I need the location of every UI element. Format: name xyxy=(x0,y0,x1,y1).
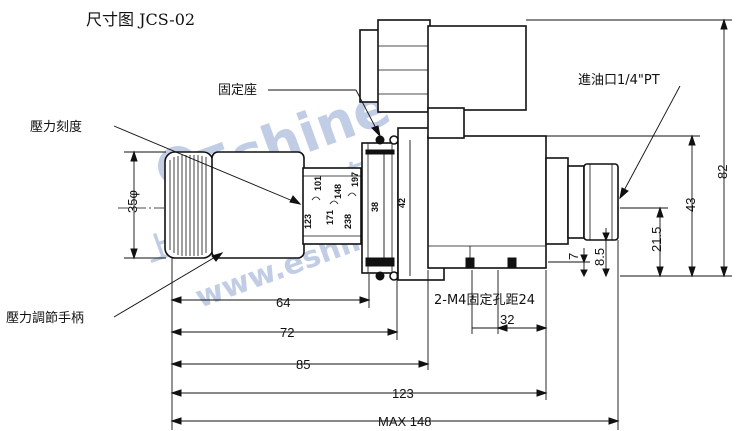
dim-7: 7 xyxy=(566,253,581,260)
dim-7-line xyxy=(548,248,590,278)
label-adjust-handle: 壓力調節手柄 xyxy=(6,311,84,326)
adjust-handle-knob xyxy=(164,151,214,259)
dim-max-148: MAX 148 xyxy=(378,414,431,429)
valve-body xyxy=(397,127,547,281)
dim-64: 64 xyxy=(276,295,290,310)
dim-42: 42 xyxy=(397,198,407,208)
dim-43-line xyxy=(546,134,700,278)
inlet-fitting xyxy=(545,157,619,245)
dim-123-line xyxy=(170,389,548,397)
leader-seat xyxy=(268,89,381,138)
dim-8-5: 8.5 xyxy=(592,248,607,266)
dim-123: 123 xyxy=(392,386,414,401)
dim-35-line xyxy=(124,150,166,260)
dim-43: 43 xyxy=(683,198,698,212)
scale-mark-123: 123 xyxy=(303,214,313,229)
dim-max-line xyxy=(170,417,620,425)
dim-32: 32 xyxy=(500,312,514,327)
leader-pressure-scale xyxy=(113,125,302,205)
scale-marks: 101 148 197 123 171 238 xyxy=(303,172,360,229)
label-mount-hole: 2-M4固定孔距24 xyxy=(434,293,535,308)
label-pressure-scale: 壓力刻度 xyxy=(30,119,82,135)
scale-mark-197: 197 xyxy=(350,172,360,187)
scale-mark-171: 171 xyxy=(325,210,335,225)
seat-oring-top xyxy=(389,135,399,145)
seat-nut-top xyxy=(375,135,385,145)
label-seat: 固定座 xyxy=(218,83,257,98)
leader-adjust-handle xyxy=(113,252,224,318)
dim-82-line xyxy=(526,18,732,278)
scale-mark-148: 148 xyxy=(333,184,343,199)
scale-mark-238: 238 xyxy=(343,214,353,229)
dim-21-5: 21.5 xyxy=(649,227,664,252)
dim-8-5-line xyxy=(602,228,616,278)
knurl-lines xyxy=(169,155,207,256)
dim-21-5-line xyxy=(620,206,668,278)
top-connector xyxy=(359,19,527,139)
seat-nut-bottom xyxy=(375,271,385,281)
dim-32-line xyxy=(472,324,548,332)
extension-lines xyxy=(171,240,619,430)
dim-85: 85 xyxy=(296,357,310,372)
dim-35-dia: 35φ xyxy=(125,190,140,213)
dim-85-line xyxy=(170,360,430,368)
leader-inlet xyxy=(619,85,681,200)
dim-72-line xyxy=(170,328,399,336)
dim-64-line xyxy=(170,296,371,304)
scale-mark-101: 101 xyxy=(313,176,323,191)
label-inlet: 進油口1/4"PT xyxy=(578,73,660,88)
page-title: 尺寸图 JCS-02 xyxy=(86,10,196,29)
dim-82: 82 xyxy=(715,165,730,179)
scale-sleeve xyxy=(211,151,362,259)
fixed-seat xyxy=(361,135,399,281)
dim-38: 38 xyxy=(370,202,380,212)
dim-72: 72 xyxy=(280,325,294,340)
